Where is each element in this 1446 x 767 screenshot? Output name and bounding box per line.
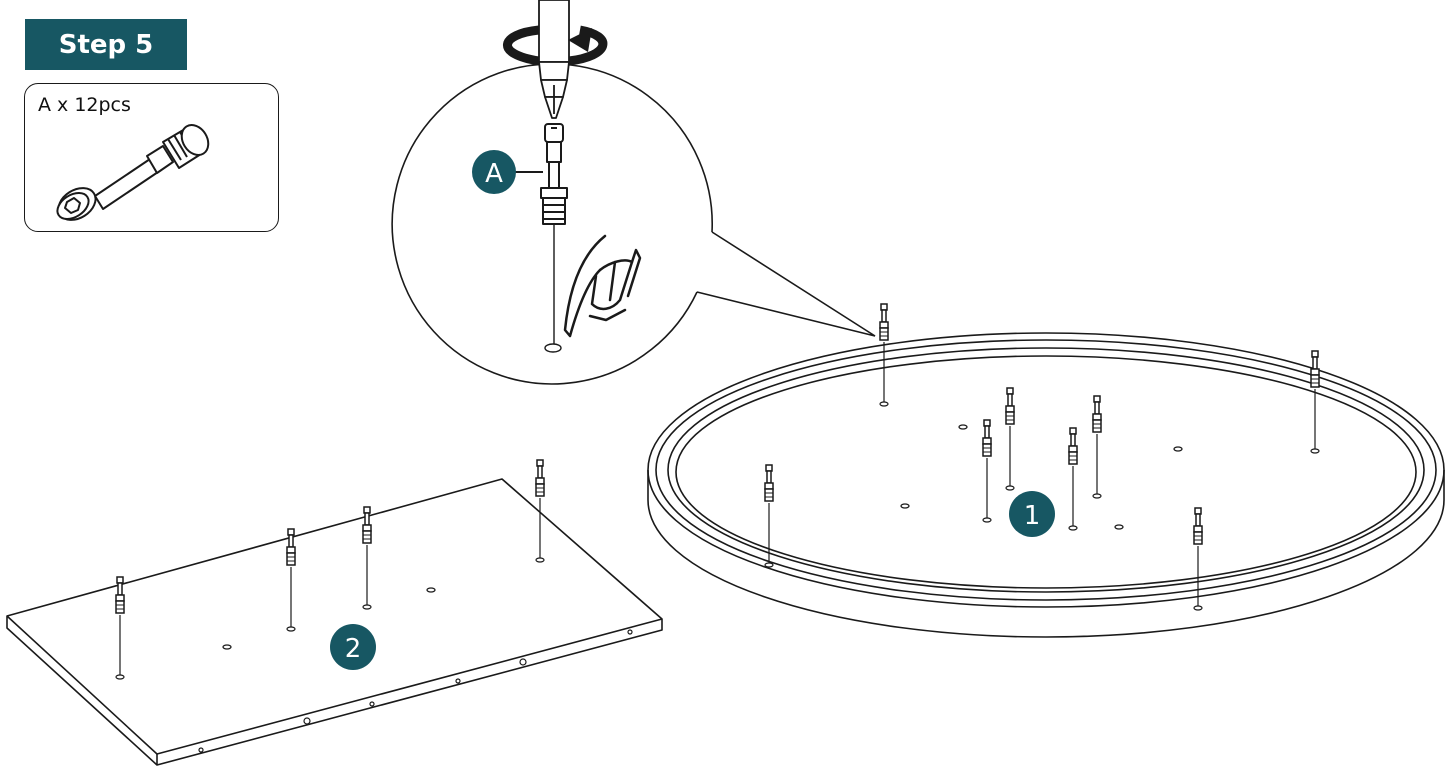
- hole-icon: [900, 503, 910, 509]
- cam-bolt-icon: [1092, 395, 1102, 499]
- panel-1-badge: 1: [1009, 491, 1055, 537]
- cam-bolt-icon: [1005, 387, 1015, 491]
- hole-icon: [222, 644, 232, 650]
- cam-bolt-icon: [1193, 507, 1203, 611]
- cam-bolt-icon: [56, 124, 210, 221]
- hole-icon: [544, 343, 562, 353]
- panel-1-label: 1: [1024, 501, 1041, 531]
- part-a-callout: A: [472, 150, 543, 194]
- cam-bolt-icon: [879, 303, 889, 407]
- part-a-label: A: [485, 159, 503, 189]
- finger-press-hand-icon: [563, 234, 642, 338]
- part-a-badge: [472, 150, 516, 194]
- screwdriver-bit-icon: [538, 0, 570, 119]
- cam-bolt-icon: [540, 123, 568, 225]
- step-title: Step 5: [58, 29, 154, 60]
- parts-quantity-label: A x 12pcs: [38, 94, 131, 116]
- rectangular-panel: [6, 478, 663, 766]
- cam-bolt-icon: [1068, 427, 1078, 531]
- hole-icon: [1173, 446, 1183, 452]
- round-tabletop-panel: [647, 332, 1445, 638]
- cam-bolt-icon: [1310, 350, 1320, 454]
- step-header: Step 5: [25, 19, 187, 70]
- parts-list-box: A x 12pcs: [24, 83, 279, 232]
- cam-bolt-icon: [982, 419, 992, 523]
- hole-icon: [426, 587, 436, 593]
- rotate-arrow-icon: [503, 25, 608, 66]
- hole-icon: [958, 424, 968, 430]
- hole-icon: [1114, 524, 1124, 530]
- panel-edge-holes: [198, 629, 633, 753]
- panel-2-badge: 2: [330, 624, 376, 670]
- zoom-callout: [391, 63, 876, 385]
- panel-2-label: 2: [345, 634, 362, 664]
